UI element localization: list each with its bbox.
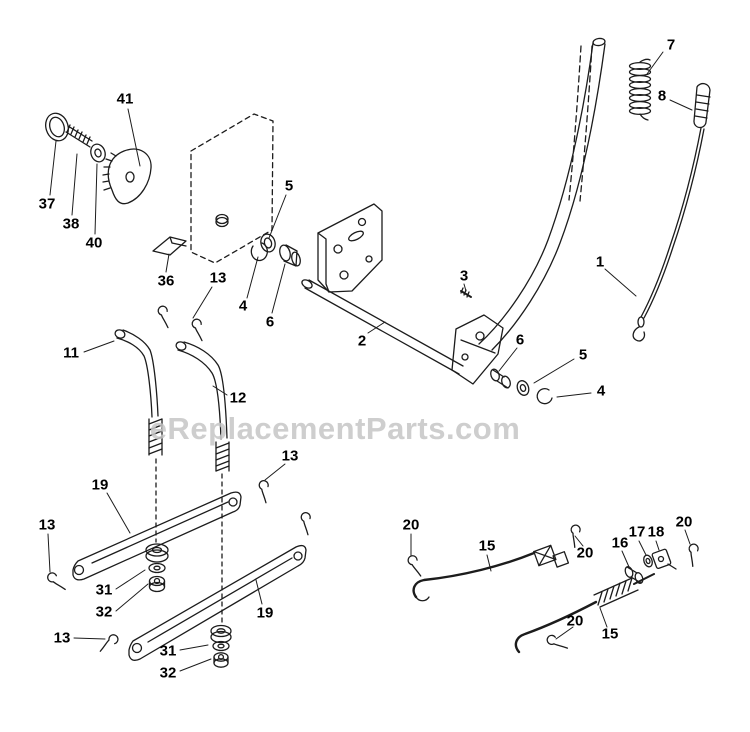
- mounting-plate: [317, 203, 383, 293]
- part-label-7: 7: [666, 36, 676, 54]
- part-label-37: 37: [38, 195, 56, 213]
- washer-stack-front: [145, 543, 169, 593]
- part-label-36: 36: [157, 272, 175, 290]
- part-label-15b: 15: [601, 625, 619, 643]
- lift-arm-rear: [128, 544, 307, 661]
- part-label-20d: 20: [566, 612, 584, 630]
- part-label-20b: 20: [576, 544, 594, 562]
- part-label-18: 18: [647, 523, 665, 541]
- part-label-1: 1: [595, 253, 605, 271]
- lift-arm-front: [72, 491, 242, 581]
- clip-bracket: [152, 236, 187, 256]
- part-label-20c: 20: [675, 513, 693, 531]
- trunnion-set: [624, 548, 677, 584]
- part-label-32b: 32: [159, 664, 177, 682]
- set-screw: [460, 287, 472, 298]
- part-label-31b: 31: [159, 642, 177, 660]
- part-label-6a: 6: [265, 313, 275, 331]
- rear-washer-set: [490, 368, 553, 405]
- lift-link-right: [175, 341, 230, 625]
- cross-rod: [301, 279, 464, 375]
- part-label-4b: 4: [596, 382, 606, 400]
- part-label-8: 8: [657, 87, 667, 105]
- watermark: eReplacementParts.com: [149, 411, 521, 446]
- part-label-13c: 13: [38, 516, 56, 534]
- part-label-31a: 31: [95, 581, 113, 599]
- part-label-19a: 19: [91, 476, 109, 494]
- part-label-20a: 20: [402, 516, 420, 534]
- part-label-38: 38: [62, 215, 80, 233]
- part-label-16: 16: [611, 534, 629, 552]
- part-label-11: 11: [63, 344, 79, 362]
- lift-link-left: [114, 329, 163, 543]
- part-label-15a: 15: [478, 537, 496, 555]
- rear-lift-rod: [514, 573, 655, 654]
- part-label-41: 41: [116, 90, 134, 108]
- part-label-12: 12: [229, 389, 247, 407]
- part-label-4a: 4: [238, 297, 248, 315]
- part-label-17: 17: [628, 523, 646, 541]
- part-label-5a: 5: [284, 177, 294, 195]
- part-label-6b: 6: [515, 331, 525, 349]
- front-lift-rod: [412, 544, 570, 602]
- part-label-32a: 32: [95, 603, 113, 621]
- part-label-13a: 13: [209, 269, 227, 287]
- part-label-13b: 13: [281, 447, 299, 465]
- part-label-40: 40: [85, 234, 103, 252]
- part-label-19b: 19: [256, 604, 274, 622]
- part-label-2: 2: [357, 332, 367, 350]
- adjuster-knob-assembly: [45, 112, 152, 205]
- part-label-3: 3: [459, 267, 469, 285]
- part-label-13d: 13: [53, 629, 71, 647]
- cable-assembly: [632, 82, 711, 342]
- part-label-5b: 5: [578, 346, 588, 364]
- front-washer-set: [250, 233, 301, 267]
- spring: [628, 58, 652, 121]
- mounting-panel-outline: [190, 113, 274, 264]
- lift-lever: [451, 37, 606, 385]
- washer-stack-rear: [210, 624, 232, 668]
